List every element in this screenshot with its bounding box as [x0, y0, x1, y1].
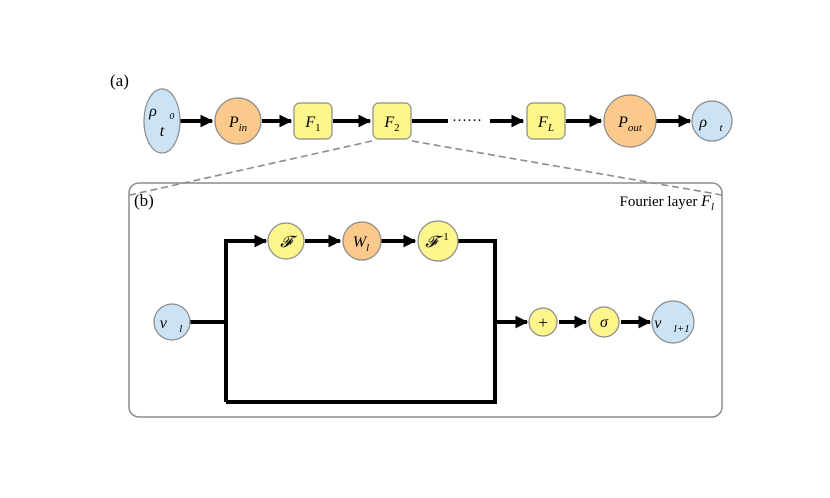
p-in-base: P	[228, 114, 239, 131]
v-in-label: v⃗l	[160, 315, 183, 335]
f1-label: F1	[304, 114, 320, 134]
panel-b-title-text: Fourier layer	[620, 194, 702, 210]
inverse-fourier-node	[417, 220, 459, 262]
weight-base: W	[353, 234, 368, 251]
f1-sub: 1	[315, 122, 321, 134]
output-label: ρ⃗t	[698, 114, 723, 134]
fl-node	[526, 102, 566, 140]
v-out-sub: l+1	[674, 323, 690, 335]
sigma-label: σ	[600, 314, 609, 331]
f1-base: F	[304, 114, 315, 131]
v-in-node	[153, 303, 191, 341]
output-node	[691, 100, 733, 142]
weight-sub: l	[366, 242, 369, 254]
p-in-label: Pin	[228, 114, 248, 134]
output-sub: t	[720, 122, 724, 134]
zoom-line-left	[129, 140, 373, 196]
p-out-node	[603, 94, 657, 148]
panel-b-label: (b)	[134, 191, 154, 210]
f2-node	[372, 102, 412, 140]
v-out-base: v⃗	[654, 315, 674, 332]
f1-node	[293, 102, 333, 140]
v-out-label: v⃗l+1	[654, 315, 690, 335]
ellipsis: ······	[452, 113, 482, 129]
f2-base: F	[383, 114, 394, 131]
weight-label: Wl	[353, 234, 369, 254]
panel-b-title-sub: l	[711, 201, 714, 213]
input-node	[143, 88, 181, 154]
sigma-node	[588, 306, 620, 338]
fl-sub: L	[547, 122, 554, 134]
f2-sub: 2	[394, 122, 400, 134]
input-node-line2: t	[160, 123, 165, 140]
input-node-line1: ρ⃗₀	[148, 103, 175, 120]
f2-label: F2	[383, 114, 399, 134]
p-in-sub: in	[239, 122, 248, 134]
panel-b-title: Fourier layer Fl	[620, 193, 714, 213]
weight-node	[342, 221, 382, 261]
fourier-node	[267, 222, 305, 260]
panel-b-title-base: F	[700, 193, 711, 210]
panel-b-connectors	[190, 234, 652, 404]
line-inverse-down	[458, 239, 497, 322]
plus-label: +	[538, 313, 548, 332]
fl-base: F	[537, 114, 548, 131]
plus-node	[528, 307, 558, 337]
v-in-sub: l	[179, 323, 182, 335]
panel-b-frame	[128, 182, 723, 418]
output-base: ρ⃗	[698, 114, 719, 131]
line-bypass	[226, 322, 497, 404]
inverse-fourier-sup: −1	[437, 231, 449, 243]
p-out-label: Pout	[617, 114, 643, 134]
p-out-sub: out	[628, 122, 643, 134]
v-out-node	[651, 300, 695, 344]
arrow-split-to-fourier	[224, 234, 268, 402]
panel-a-label: (a)	[110, 71, 129, 90]
v-in-base: v⃗	[160, 315, 180, 332]
fl-label: FL	[537, 114, 554, 134]
p-out-base: P	[617, 114, 628, 131]
zoom-line-right	[411, 140, 723, 196]
p-in-node	[214, 97, 262, 145]
